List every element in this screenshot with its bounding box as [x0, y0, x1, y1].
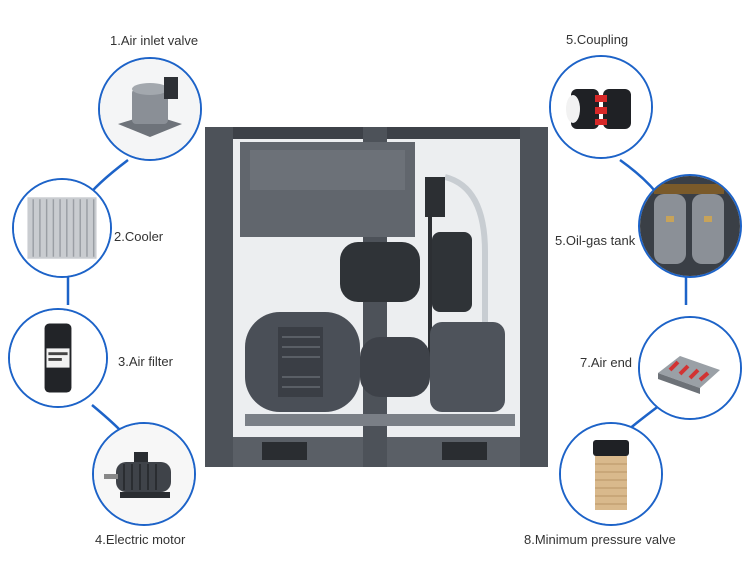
electric-motor-icon [92, 422, 196, 526]
oil-gas-tank-icon [638, 174, 742, 278]
minimum-pressure-valve-icon [559, 422, 663, 526]
air-compressor-icon [205, 127, 548, 467]
cooler-icon [12, 178, 112, 278]
label-air-filter: 3.Air filter [118, 354, 173, 369]
air-end-icon [638, 316, 742, 420]
label-oil-gas-tank: 5.Oil-gas tank [555, 233, 636, 248]
label-air-inlet-valve: 1.Air inlet valve [110, 33, 199, 48]
coupling-icon [549, 55, 653, 159]
label-air-end: 7.Air end [580, 355, 633, 370]
label-minimum-pressure-valve: 8.Minimum pressure valve [524, 532, 676, 547]
label-electric-motor: 4.Electric motor [95, 532, 186, 547]
label-coupling: 5.Coupling [566, 32, 629, 47]
air-inlet-valve-icon [98, 57, 202, 161]
label-cooler: 2.Cooler [114, 229, 164, 244]
air-filter-icon [8, 308, 108, 408]
